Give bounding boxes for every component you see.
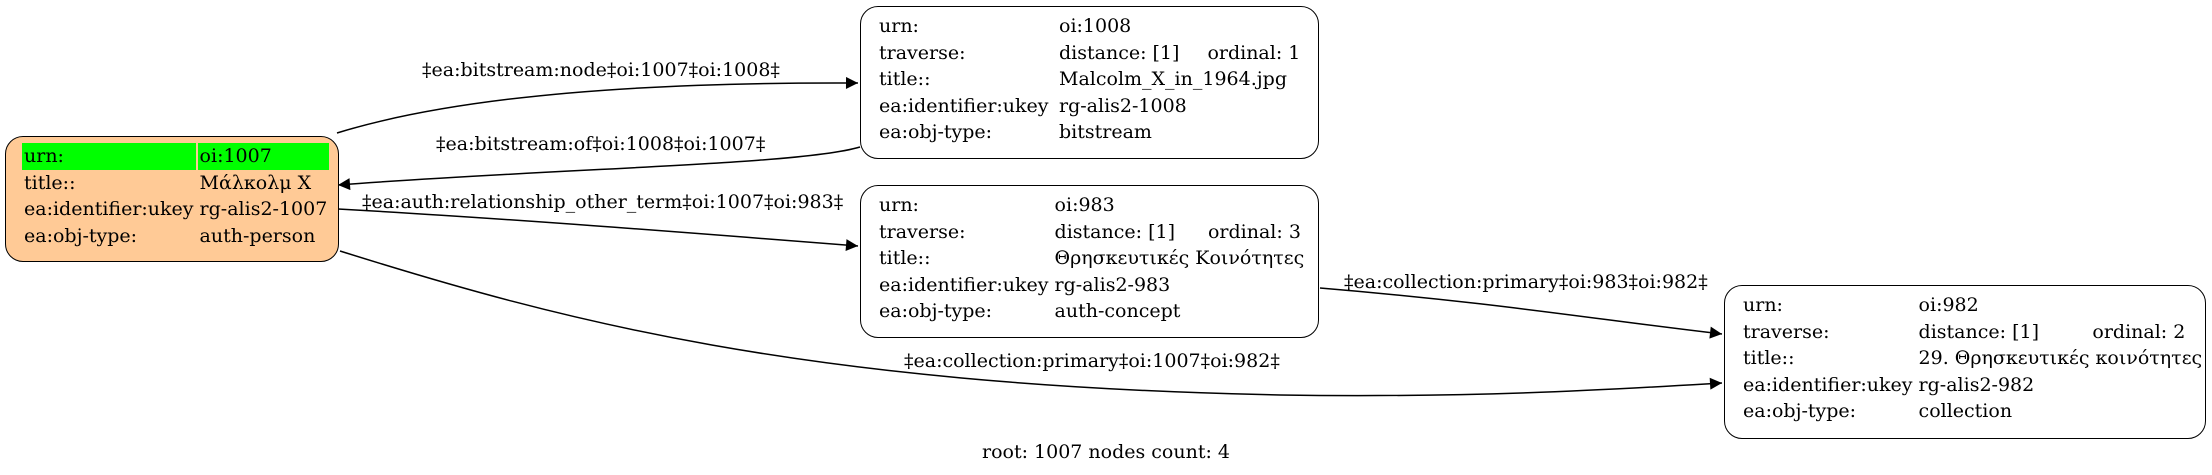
node-oi-1008[interactable]: urn: oi:1008 traverse: distance: [1] ord… <box>860 6 1319 159</box>
node-oi-1007-table: urn: oi:1007 title:: Μάλκολμ Χ ea:identi… <box>20 143 331 249</box>
row-value: rg-alis2-1008 <box>1059 94 1187 117</box>
node-row-traverse: traverse: distance: [1] ordinal: 2 <box>1741 319 2204 346</box>
node-row-traverse: traverse: distance: [1] ordinal: 1 <box>877 40 1302 67</box>
node-row-obj-type: ea:obj-type: auth-concept <box>877 298 1306 325</box>
row-key: ea:identifier:ukey <box>879 273 1049 296</box>
node-row-obj-type: ea:obj-type: bitstream <box>877 119 1302 146</box>
row-value: distance: [1] <box>1059 41 1180 64</box>
edge-983-982-line <box>1319 287 1723 339</box>
row-key: urn: <box>879 15 919 37</box>
node-row-ukey: ea:identifier:ukey rg-alis2-1007 <box>22 196 329 223</box>
row-key: ea:identifier:ukey <box>879 94 1049 117</box>
row-key: ea:obj-type: <box>24 224 138 247</box>
edge-1007-1008-line <box>336 76 859 134</box>
edge-1007-1008-label: ‡ea:bitstream:node‡oi:1007‡oi:1008‡ <box>422 59 780 81</box>
edge-1007-983-line <box>337 208 859 252</box>
row-value: distance: [1] <box>1054 220 1175 243</box>
row-empty <box>1206 192 1306 219</box>
row-value: rg-alis2-983 <box>1054 273 1171 296</box>
node-row-traverse: traverse: distance: [1] ordinal: 3 <box>877 219 1306 246</box>
edge-1007-982-label: ‡ea:collection:primary‡oi:1007‡oi:982‡ <box>904 350 1280 372</box>
row-value-2: ordinal: 3 <box>1207 220 1301 243</box>
row-key: traverse: <box>1743 320 1830 343</box>
row-key: urn: <box>1743 294 1783 316</box>
row-value: rg-alis2-1007 <box>199 198 328 220</box>
row-key: ea:obj-type: <box>879 121 993 143</box>
row-value: oi:983 <box>1054 194 1115 216</box>
row-key: ea:obj-type: <box>879 300 993 322</box>
row-value: oi:1008 <box>1059 15 1132 37</box>
edge-983-982-label: ‡ea:collection:primary‡oi:983‡oi:982‡ <box>1344 271 1708 293</box>
node-row-ukey: ea:identifier:ukey rg-alis2-982 <box>1741 372 2204 399</box>
node-oi-982[interactable]: urn: oi:982 traverse: distance: [1] ordi… <box>1724 285 2206 439</box>
node-oi-983-table: urn: oi:983 traverse: distance: [1] ordi… <box>875 192 1308 325</box>
row-value: oi:1007 <box>197 143 330 170</box>
node-row-obj-type: ea:obj-type: collection <box>1741 398 2204 425</box>
row-value: 29. Θρησκευτικές κοινότητες <box>1918 347 2203 369</box>
row-value: auth-concept <box>1054 300 1181 322</box>
row-key: title:: <box>879 247 931 269</box>
row-key: title:: <box>879 68 931 90</box>
node-row-urn: urn: oi:982 <box>1741 292 2204 319</box>
row-value-2: ordinal: 2 <box>2092 320 2186 343</box>
node-row-urn: urn: oi:1007 <box>22 143 330 170</box>
row-value: Malcolm_X_in_1964.jpg <box>1059 68 1287 90</box>
row-value: Μάλκολμ Χ <box>199 171 312 194</box>
node-row-title: title:: 29. Θρησκευτικές κοινότητες <box>1741 345 2204 372</box>
node-row-ukey: ea:identifier:ukey rg-alis2-1008 <box>877 93 1302 120</box>
row-key: ea:identifier:ukey <box>24 198 194 220</box>
node-oi-1007[interactable]: urn: oi:1007 title:: Μάλκολμ Χ ea:identi… <box>5 136 339 262</box>
edge-1008-1007-line <box>337 146 861 191</box>
graph-footer-caption: root: 1007 nodes count: 4 <box>981 441 1231 463</box>
edge-1008-1007-label: ‡ea:bitstream:of‡oi:1008‡oi:1007‡ <box>436 133 765 155</box>
row-value: auth-person <box>199 224 316 247</box>
edge-1007-982-line <box>339 250 1723 397</box>
node-oi-1008-table: urn: oi:1008 traverse: distance: [1] ord… <box>875 13 1304 146</box>
node-row-title: title:: Μάλκολμ Χ <box>22 170 329 197</box>
row-value: distance: [1] <box>1918 320 2039 343</box>
row-empty <box>1205 13 1302 40</box>
row-value: oi:982 <box>1918 294 1979 316</box>
row-key: urn: <box>22 143 196 170</box>
node-row-title: title:: Θρησκευτικές Κοινότητες <box>877 245 1306 272</box>
row-key: ea:identifier:ukey <box>1743 373 1913 396</box>
node-row-ukey: ea:identifier:ukey rg-alis2-983 <box>877 272 1306 299</box>
row-key: traverse: <box>879 220 966 243</box>
row-key: traverse: <box>879 41 966 64</box>
node-row-urn: urn: oi:1008 <box>877 13 1302 40</box>
node-oi-982-table: urn: oi:982 traverse: distance: [1] ordi… <box>1739 292 2206 425</box>
row-key: title:: <box>1743 347 1795 369</box>
row-key: urn: <box>879 194 919 216</box>
row-value: Θρησκευτικές Κοινότητες <box>1054 247 1305 269</box>
row-key: title:: <box>24 171 76 194</box>
row-value: rg-alis2-982 <box>1918 373 2035 396</box>
row-key: ea:obj-type: <box>1743 400 1857 422</box>
node-row-urn: urn: oi:983 <box>877 192 1306 219</box>
row-value: bitstream <box>1059 121 1152 143</box>
node-row-obj-type: ea:obj-type: auth-person <box>22 223 329 250</box>
row-value-2: ordinal: 1 <box>1207 41 1301 64</box>
row-empty <box>2090 292 2204 319</box>
node-row-title: title:: Malcolm_X_in_1964.jpg <box>877 66 1302 93</box>
edge-1007-983-label: ‡ea:auth:relationship_other_term‡oi:1007… <box>362 191 843 213</box>
node-oi-983[interactable]: urn: oi:983 traverse: distance: [1] ordi… <box>860 185 1319 338</box>
row-value: collection <box>1918 400 2013 422</box>
